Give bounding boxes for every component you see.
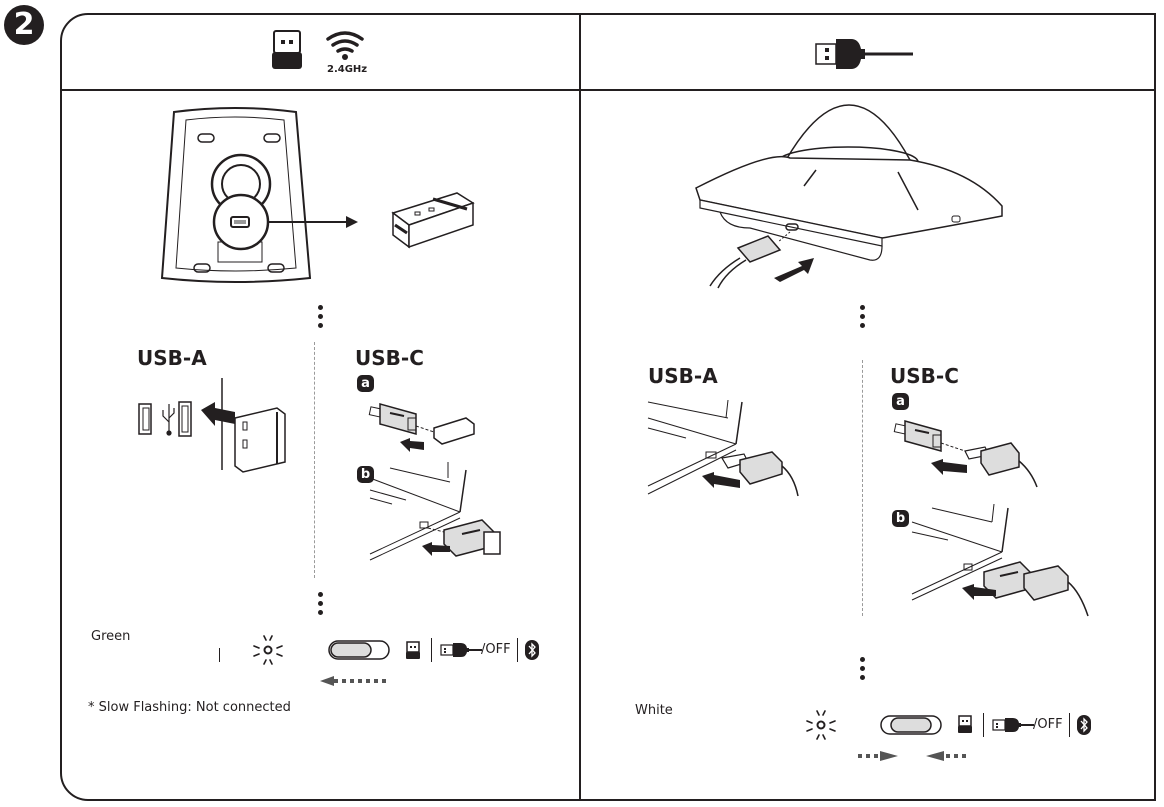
wireless-signal-icon xyxy=(326,31,364,60)
frequency-label: 2.4GHz xyxy=(327,64,368,75)
trackball-bottom-illustration xyxy=(160,107,312,283)
remove-arrow-icon xyxy=(268,216,358,228)
usb-receiver-icon xyxy=(272,30,302,69)
usb-a-title: USB-A xyxy=(137,346,207,370)
led-flashing-icon xyxy=(253,635,283,665)
insert-arrow-icon xyxy=(422,542,450,556)
led-flashing-icon xyxy=(806,710,836,740)
continue-dots xyxy=(318,592,324,619)
continue-dots xyxy=(860,305,866,332)
mode-switch-toggle[interactable] xyxy=(880,714,944,736)
usb-a-receiver-illustration xyxy=(138,378,286,473)
insert-arrow-icon xyxy=(931,459,967,475)
step-b-badge: b xyxy=(892,510,909,527)
usb-c-title: USB-C xyxy=(890,364,959,388)
cable-mode-icon xyxy=(440,643,482,657)
cable-mode-icon xyxy=(992,718,1034,732)
step-b-badge: b xyxy=(357,466,374,483)
left-header-icons xyxy=(272,30,364,69)
step-number-badge: 2 xyxy=(4,5,44,45)
header-divider xyxy=(60,89,1156,91)
step-a-badge: a xyxy=(357,375,374,392)
bluetooth-icon xyxy=(525,640,539,660)
mode-separator xyxy=(431,638,432,662)
usb-type-separator xyxy=(862,360,863,616)
insert-arrow-icon xyxy=(702,472,740,488)
panel-divider xyxy=(579,13,581,801)
slide-right-arrow-icon xyxy=(858,751,898,761)
separator-tick xyxy=(219,648,220,662)
insert-arrow-icon xyxy=(962,584,996,600)
continue-dots xyxy=(318,305,324,332)
bluetooth-icon xyxy=(1077,715,1091,735)
usb-a-cable-laptop-illustration xyxy=(647,399,799,497)
receiver-mode-icon xyxy=(406,641,420,659)
slide-left-arrow-icon xyxy=(320,676,386,686)
insert-arrow-icon xyxy=(400,438,424,452)
mode-separator xyxy=(1069,713,1070,737)
instruction-frame xyxy=(60,13,1156,801)
continue-dots xyxy=(860,657,866,684)
led-color-label: Green xyxy=(91,629,131,644)
mode-separator xyxy=(983,713,984,737)
off-label: /OFF xyxy=(1033,717,1063,732)
usb-c-adapter-cable-illustration xyxy=(893,420,1038,488)
usb-c-adapter-illustration xyxy=(368,403,475,452)
usb-c-laptop-illustration xyxy=(369,462,501,561)
insert-arrow-icon xyxy=(201,402,235,426)
receiver-mode-icon xyxy=(958,715,972,733)
usb-symbol-icon xyxy=(162,404,175,436)
off-label: /OFF xyxy=(481,642,511,657)
usb-c-title: USB-C xyxy=(355,346,424,370)
usb-cable-icon xyxy=(815,39,913,69)
usb-type-separator xyxy=(314,342,315,578)
mode-separator xyxy=(517,638,518,662)
usb-receiver-illustration xyxy=(391,192,475,249)
usb-c-cable-laptop-illustration xyxy=(911,503,1089,617)
step-a-badge: a xyxy=(892,393,909,410)
mode-switch-toggle[interactable] xyxy=(328,639,392,661)
slide-left-arrow-icon xyxy=(926,751,966,761)
led-color-label: White xyxy=(635,703,673,718)
trackball-usb-c-illustration xyxy=(695,104,1003,289)
usb-a-title: USB-A xyxy=(648,364,718,388)
slow-flashing-note: * Slow Flashing: Not connected xyxy=(88,700,291,715)
insert-arrow-icon xyxy=(774,258,814,282)
